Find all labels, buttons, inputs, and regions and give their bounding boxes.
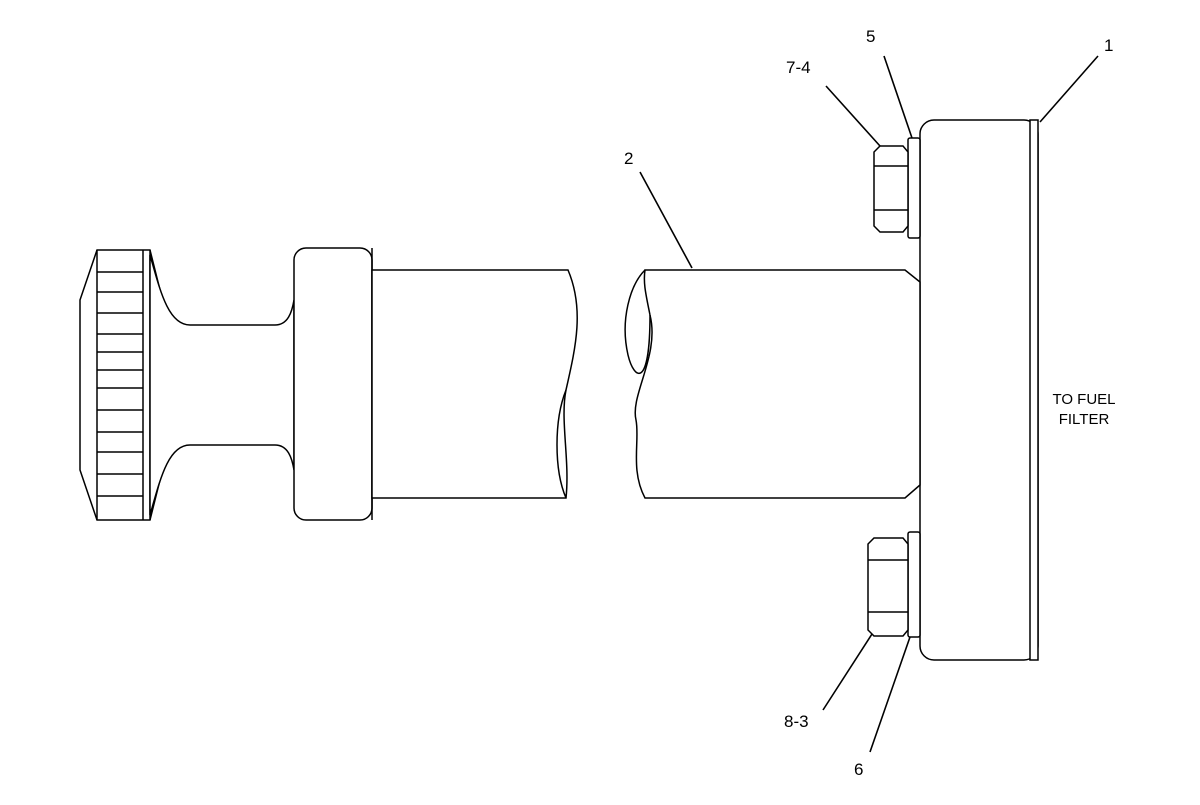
callout-7-4: 7-4 bbox=[786, 58, 811, 77]
neck bbox=[149, 254, 295, 516]
collar bbox=[293, 247, 373, 521]
tube-left-section bbox=[371, 269, 578, 499]
callout-5: 5 bbox=[866, 27, 875, 46]
nut-bottom bbox=[867, 537, 909, 637]
tube-right-section bbox=[624, 269, 921, 499]
leader-2 bbox=[639, 171, 693, 269]
flange bbox=[919, 119, 1039, 661]
callout-1: 1 bbox=[1104, 36, 1113, 55]
note-line-2: FILTER bbox=[1059, 411, 1110, 428]
leader-5 bbox=[883, 55, 913, 139]
leader-8-3 bbox=[822, 633, 873, 711]
leader-7-4 bbox=[825, 85, 881, 147]
nut-top bbox=[873, 145, 909, 233]
washer-top bbox=[907, 137, 921, 239]
callout-6: 6 bbox=[854, 760, 863, 779]
leader-6 bbox=[869, 636, 911, 753]
leader-1 bbox=[1039, 55, 1099, 123]
washer-bottom bbox=[907, 531, 921, 638]
note-line-1: TO FUEL bbox=[1052, 391, 1115, 408]
callout-2: 2 bbox=[624, 149, 633, 168]
callout-8-3: 8-3 bbox=[784, 712, 809, 731]
